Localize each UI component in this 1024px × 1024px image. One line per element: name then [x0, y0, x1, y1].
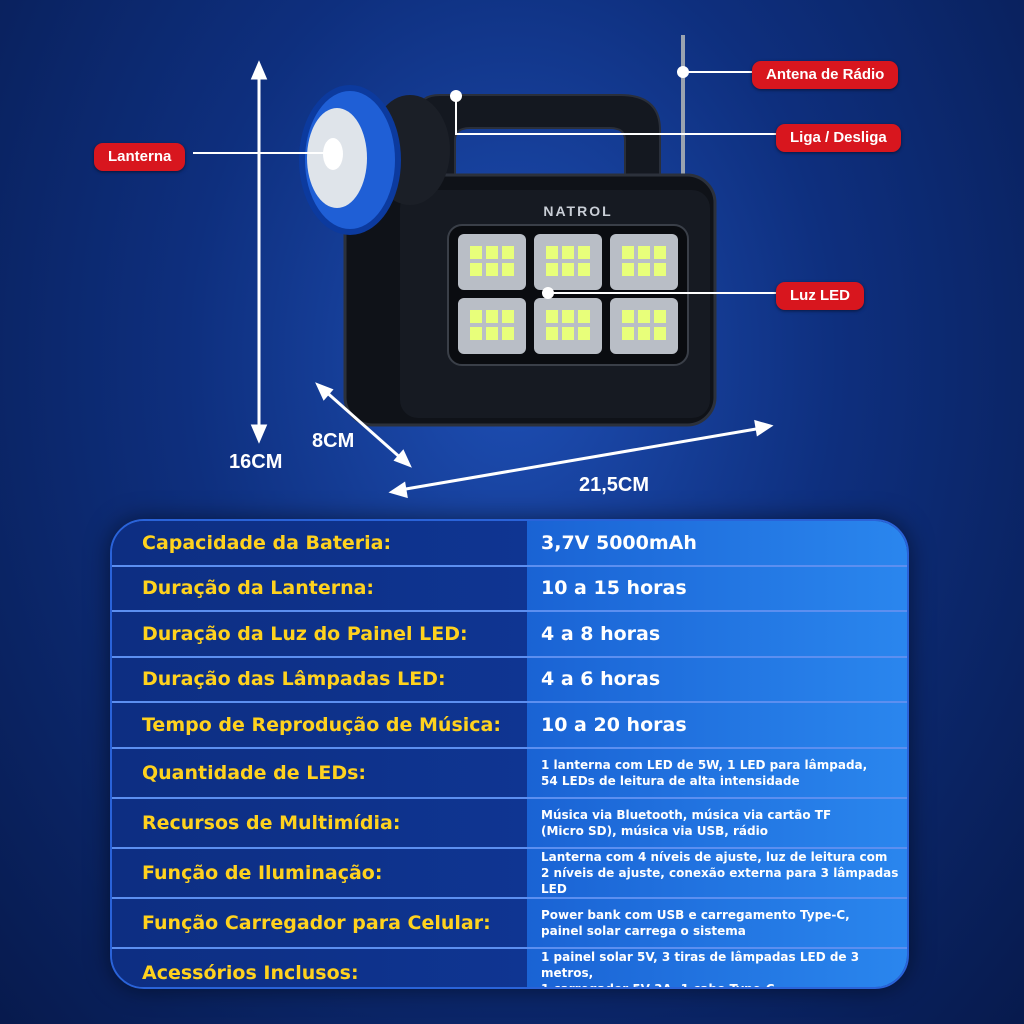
- led-module: [610, 298, 678, 354]
- led-chip: [470, 246, 482, 259]
- callout-led: Luz LED: [776, 282, 864, 310]
- led-chip: [502, 246, 514, 259]
- spec-value: 1 painel solar 5V, 3 tiras de lâmpadas L…: [527, 948, 907, 987]
- spec-label: Quantidade de LEDs:: [112, 748, 527, 797]
- led-chip: [562, 263, 574, 276]
- led-chip: [502, 327, 514, 340]
- spec-row: Recursos de Multimídia:Música via Blueto…: [112, 798, 907, 849]
- spec-label: Capacidade da Bateria:: [112, 521, 527, 565]
- spec-value: Lanterna com 4 níveis de ajuste, luz de …: [527, 848, 907, 897]
- product-illustration: NATROL: [299, 35, 717, 427]
- led-chip: [622, 263, 634, 276]
- led-chip: [470, 263, 482, 276]
- spec-value: 10 a 20 horas: [527, 703, 907, 747]
- spec-value: 10 a 15 horas: [527, 566, 907, 610]
- led-grid: [458, 234, 678, 354]
- led-chip: [622, 310, 634, 323]
- led-chip: [654, 246, 666, 259]
- led-chip: [470, 310, 482, 323]
- dimension-width: 21,5CM: [579, 474, 650, 496]
- dimension-depth: 8CM: [312, 430, 355, 452]
- spec-value: 3,7V 5000mAh: [527, 521, 907, 565]
- led-chip: [502, 263, 514, 276]
- led-chip: [546, 310, 558, 323]
- led-chip: [622, 246, 634, 259]
- spec-row: Tempo de Reprodução de Música:10 a 20 ho…: [112, 703, 907, 749]
- led-chip: [578, 246, 590, 259]
- led-chip: [562, 246, 574, 259]
- brand-logo: NATROL: [543, 203, 612, 219]
- led-chip: [654, 310, 666, 323]
- spec-row: Acessórios Inclusos:1 painel solar 5V, 3…: [112, 948, 907, 987]
- led-chip: [638, 310, 650, 323]
- spec-value: Música via Bluetooth, música via cartão …: [527, 798, 907, 847]
- led-chip: [578, 310, 590, 323]
- spec-label: Tempo de Reprodução de Música:: [112, 703, 527, 747]
- spec-row: Quantidade de LEDs:1 lanterna com LED de…: [112, 748, 907, 799]
- spec-row: Função de Iluminação:Lanterna com 4 níve…: [112, 848, 907, 899]
- led-chip: [638, 263, 650, 276]
- led-chip: [486, 327, 498, 340]
- spec-label: Acessórios Inclusos:: [112, 948, 527, 987]
- spec-value: Power bank com USB e carregamento Type-C…: [527, 898, 907, 947]
- spec-label: Duração da Luz do Painel LED:: [112, 612, 527, 656]
- spec-label: Função de Iluminação:: [112, 848, 527, 897]
- led-chip: [486, 310, 498, 323]
- led-chip: [546, 263, 558, 276]
- led-chip: [638, 327, 650, 340]
- spec-row: Duração da Luz do Painel LED:4 a 8 horas: [112, 612, 907, 658]
- led-module: [458, 234, 526, 290]
- led-chip: [470, 327, 482, 340]
- led-chip: [546, 327, 558, 340]
- led-chip: [562, 310, 574, 323]
- led-chip: [638, 246, 650, 259]
- led-chip: [578, 327, 590, 340]
- led-chip: [546, 246, 558, 259]
- spec-row: Capacidade da Bateria:3,7V 5000mAh: [112, 521, 907, 567]
- led-chip: [654, 327, 666, 340]
- led-chip: [578, 263, 590, 276]
- spec-value: 4 a 8 horas: [527, 612, 907, 656]
- spec-value: 4 a 6 horas: [527, 657, 907, 701]
- spec-label: Duração das Lâmpadas LED:: [112, 657, 527, 701]
- led-module: [534, 234, 602, 290]
- led-chip: [486, 246, 498, 259]
- led-module: [610, 234, 678, 290]
- led-chip: [502, 310, 514, 323]
- spec-label: Função Carregador para Celular:: [112, 898, 527, 947]
- spec-row: Duração da Lanterna:10 a 15 horas: [112, 566, 907, 612]
- led-chip: [562, 327, 574, 340]
- led-chip: [654, 263, 666, 276]
- led-chip: [486, 263, 498, 276]
- callout-power: Liga / Desliga: [776, 124, 901, 152]
- spec-row: Função Carregador para Celular:Power ban…: [112, 898, 907, 949]
- led-module: [534, 298, 602, 354]
- callout-antenna: Antena de Rádio: [752, 61, 899, 89]
- spec-label: Recursos de Multimídia:: [112, 798, 527, 847]
- spec-value: 1 lanterna com LED de 5W, 1 LED para lâm…: [527, 748, 907, 797]
- led-module: [458, 298, 526, 354]
- dimension-height: 16CM: [229, 451, 283, 473]
- spec-label: Duração da Lanterna:: [112, 566, 527, 610]
- led-chip: [622, 327, 634, 340]
- spec-row: Duração das Lâmpadas LED:4 a 6 horas: [112, 657, 907, 703]
- callout-flashlight: Lanterna: [94, 143, 186, 171]
